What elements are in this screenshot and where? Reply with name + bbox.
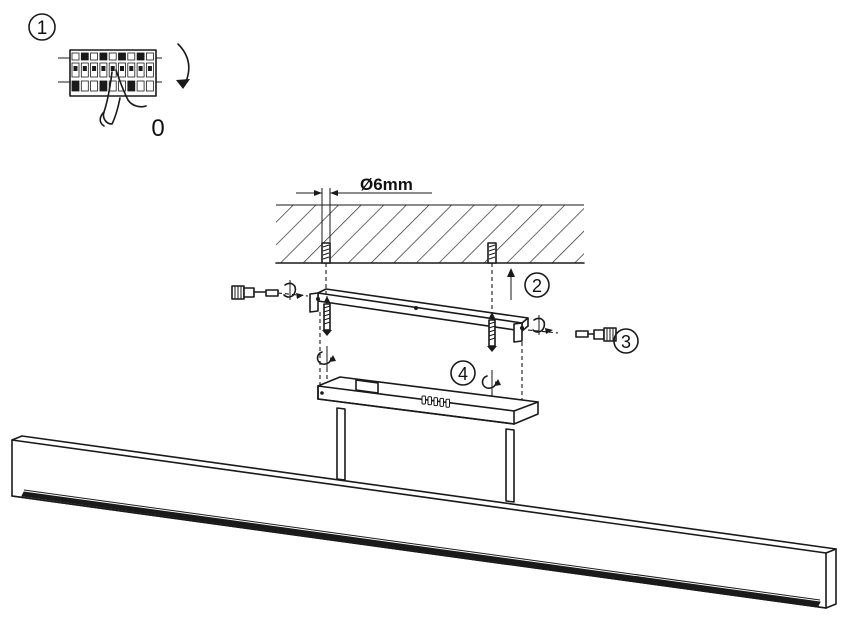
breaker-terminal: [136, 52, 145, 61]
drill-dimension: Ø6mm: [296, 175, 432, 256]
wall-anchor-icon: [487, 242, 497, 264]
mounting-bracket: [309, 288, 529, 343]
screw-icon: [322, 296, 332, 336]
step-4-number: 4: [458, 364, 468, 384]
breaker-toggle: [73, 66, 78, 71]
screw-icon: [487, 312, 497, 352]
breaker-toggle: [147, 66, 152, 71]
breaker-terminal: [127, 80, 136, 92]
breaker-terminal: [80, 80, 89, 92]
rotate-icon: [532, 315, 553, 335]
vent-slot: [445, 398, 450, 408]
vent-slot: [427, 396, 432, 406]
step-1-group: 1 0: [28, 13, 190, 142]
breaker-toggle: [101, 66, 106, 71]
breaker-terminal: [145, 80, 154, 92]
breaker-terminal: [80, 52, 89, 61]
drill-diameter-label: Ø6mm: [360, 175, 413, 194]
step-3-group: 3: [527, 315, 639, 354]
vent-slot: [433, 397, 438, 407]
breaker-terminal: [90, 52, 98, 61]
breaker-toggle: [120, 66, 124, 71]
breaker-terminal: [118, 52, 126, 61]
wall-anchor-icon: [321, 242, 331, 264]
vent-slot: [421, 395, 426, 405]
rotate-icon: [283, 280, 304, 300]
screw-icon: [575, 327, 617, 342]
step-2-group: 2: [507, 268, 550, 300]
linear-luminaire: [11, 435, 837, 609]
breaker-toggle: [129, 66, 134, 71]
hand-pointer-icon: [99, 69, 147, 127]
breaker-terminal: [145, 52, 154, 61]
breaker-toggle: [110, 66, 115, 71]
step-2-number: 2: [532, 276, 542, 296]
driver-box: [317, 376, 539, 425]
breaker-terminal: [99, 80, 108, 92]
circuit-breaker-icon: [58, 49, 162, 97]
step-1-number: 1: [37, 18, 48, 39]
breaker-toggle: [92, 66, 97, 71]
rotate-icon: [481, 370, 501, 392]
breaker-terminal: [90, 80, 98, 92]
breaker-off-label: 0: [151, 115, 164, 142]
breaker-toggle: [138, 66, 143, 71]
screw-icon: [231, 285, 309, 300]
step-4-group: 4: [450, 360, 476, 386]
breaker-toggle: [82, 66, 87, 71]
step-3-number: 3: [621, 332, 631, 352]
suspension-rods: [336, 407, 515, 503]
rotate-icon: [316, 346, 336, 368]
vent-slot: [439, 397, 444, 407]
breaker-terminal: [71, 80, 80, 92]
breaker-terminal: [127, 52, 136, 61]
breaker-terminal: [99, 52, 108, 61]
breaker-terminal: [108, 52, 117, 61]
breaker-terminal: [71, 52, 80, 61]
breaker-terminal: [136, 80, 145, 92]
step-1-marker: 1: [28, 13, 56, 41]
curved-arrow-icon: [176, 43, 190, 89]
